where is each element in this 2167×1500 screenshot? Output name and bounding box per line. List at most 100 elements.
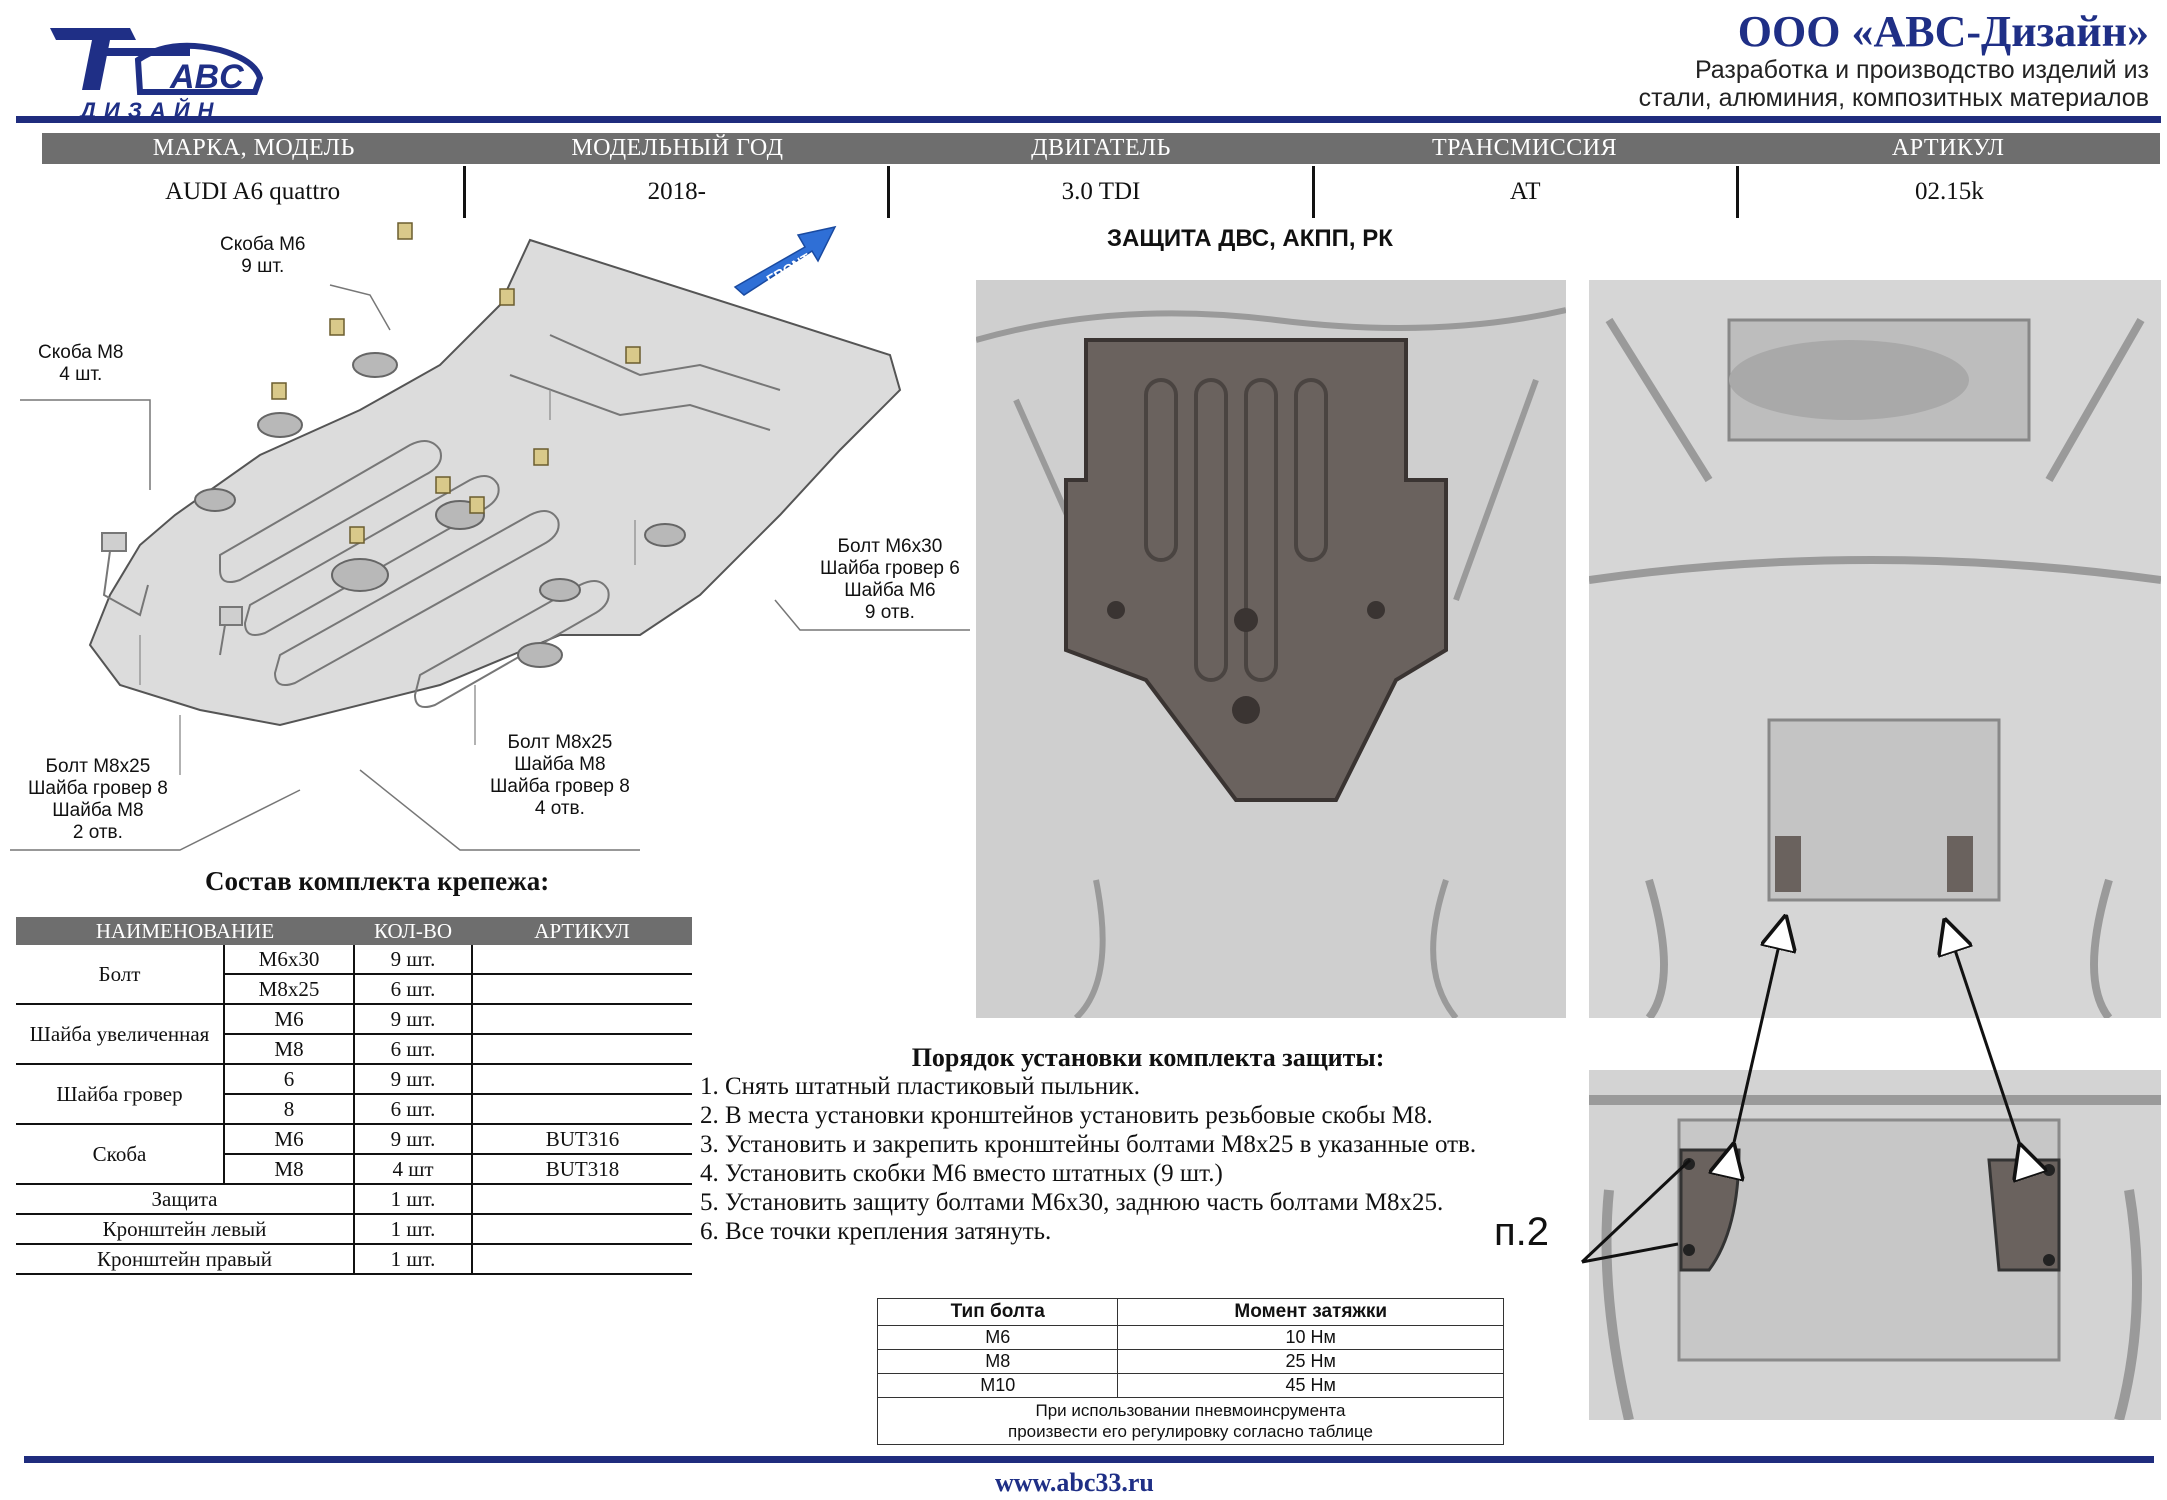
table-row: М10 45 Нм bbox=[876, 1373, 1504, 1398]
installation-step: 3. Установить и закрепить кронштейны бол… bbox=[700, 1131, 1477, 1158]
cell-article bbox=[472, 1004, 692, 1035]
torque-note-row: При использовании пневмоинсрумента произ… bbox=[877, 1397, 1504, 1445]
cell-name: Скоба bbox=[16, 1124, 225, 1185]
spec-header-article: АРТИКУЛ bbox=[1891, 135, 2005, 161]
table-row: М8 4 шт BUT318 bbox=[16, 1154, 692, 1185]
spec-table-header: МАРКА, МОДЕЛЬ МОДЕЛЬНЫЙ ГОД ДВИГАТЕЛЬ ТР… bbox=[42, 133, 2160, 164]
spec-header-year: МОДЕЛЬНЫЙ ГОД bbox=[571, 135, 784, 161]
table-row: М8х25 6 шт. bbox=[16, 974, 692, 1005]
cell-qty: 1 шт. bbox=[354, 1244, 473, 1275]
cell-torque: 10 Нм bbox=[1117, 1325, 1504, 1350]
cell-name: Кронштейн правый bbox=[16, 1244, 355, 1275]
skid-plate-isometric-drawing: FRONT bbox=[80, 215, 980, 855]
cell-type: М6 bbox=[224, 1124, 355, 1155]
cell-name: Шайба увеличенная bbox=[16, 1004, 225, 1065]
cell-qty: 1 шт. bbox=[354, 1214, 473, 1245]
cell-qty: 9 шт. bbox=[354, 1124, 473, 1155]
spec-value-engine: 3.0 TDI bbox=[890, 166, 1315, 218]
logo-graphic: ABC ДИЗАЙН bbox=[50, 28, 264, 123]
cell-article bbox=[472, 1094, 692, 1125]
spec-value-model: AUDI A6 quattro bbox=[42, 166, 467, 218]
section-title: ЗАЩИТА ДВС, АКПП, РК bbox=[1107, 225, 1393, 252]
cell-bolt-type: М10 bbox=[876, 1373, 1119, 1398]
front-arrow: FRONT bbox=[730, 225, 840, 305]
company-tagline-2: стали, алюминия, композитных материалов bbox=[1638, 84, 2149, 112]
table-row: Шайба гровер 6 9 шт. bbox=[16, 1064, 692, 1125]
cell-torque: 45 Нм bbox=[1117, 1373, 1504, 1398]
cell-article: BUT316 bbox=[472, 1124, 692, 1155]
torque-header: Тип болта Момент затяжки bbox=[876, 1298, 1504, 1326]
cell-article bbox=[472, 974, 692, 1005]
cell-name: Шайба гровер bbox=[16, 1064, 225, 1125]
header-name: НАИМЕНОВАНИЕ bbox=[16, 917, 354, 945]
company-logo: ABC ДИЗАЙН bbox=[40, 20, 270, 123]
cell-qty: 1 шт. bbox=[354, 1184, 473, 1215]
cell-type: М8 bbox=[224, 1154, 355, 1185]
p2-label: п.2 bbox=[1494, 1210, 1550, 1254]
cell-qty: 9 шт. bbox=[354, 1004, 473, 1035]
table-row: Шайба увеличенная М6 9 шт. bbox=[16, 1004, 692, 1065]
spec-header-engine: ДВИГАТЕЛЬ bbox=[1031, 135, 1171, 161]
installation-title: Порядок установки комплекта защиты: bbox=[911, 1043, 1385, 1072]
installation-step: 5. Установить защиту болтами М6х30, задн… bbox=[700, 1189, 1444, 1216]
company-tagline-1: Разработка и производство изделий из bbox=[1694, 56, 2149, 84]
cell-bolt-type: М6 bbox=[876, 1325, 1119, 1350]
spec-header-model: МАРКА, МОДЕЛЬ bbox=[152, 135, 355, 161]
header-bolt-type: Тип болта bbox=[876, 1298, 1119, 1326]
torque-table: Тип болта Момент затяжки М6 10 Нм М8 25 … bbox=[876, 1298, 1504, 1445]
table-row: Болт М6х30 9 шт. bbox=[16, 945, 692, 1005]
cell-torque: 25 Нм bbox=[1117, 1349, 1504, 1374]
cell-qty: 9 шт. bbox=[354, 945, 473, 975]
photo-bracket-detail bbox=[1589, 1070, 2161, 1420]
table-row: М6 10 Нм bbox=[876, 1325, 1504, 1350]
table-row: Кронштейн правый 1 шт. bbox=[16, 1244, 692, 1275]
cell-qty: 4 шт bbox=[354, 1154, 473, 1185]
fastener-kit-title: Состав комплекта крепежа: bbox=[205, 866, 550, 896]
company-title: ООО «АВС-Дизайн» bbox=[1737, 7, 2149, 56]
header-article: АРТИКУЛ bbox=[472, 917, 692, 945]
cell-name: Кронштейн левый bbox=[16, 1214, 355, 1245]
cell-name: Защита bbox=[16, 1184, 355, 1215]
fastener-kit-table: НАИМЕНОВАНИЕ КОЛ-ВО АРТИКУЛ Болт М6х30 9… bbox=[16, 917, 692, 1275]
cell-qty: 9 шт. bbox=[354, 1064, 473, 1095]
table-row: 8 6 шт. bbox=[16, 1094, 692, 1125]
fastener-table-header: НАИМЕНОВАНИЕ КОЛ-ВО АРТИКУЛ bbox=[16, 917, 692, 945]
front-label: FRONT bbox=[764, 250, 814, 288]
header-divider bbox=[16, 116, 2161, 123]
cell-qty: 6 шт. bbox=[354, 974, 473, 1005]
table-row: Защита 1 шт. bbox=[16, 1184, 692, 1215]
installation-step: 4. Установить скобки М6 вместо штатных (… bbox=[700, 1160, 1223, 1187]
cell-type: М6х30 bbox=[224, 945, 355, 975]
spec-table-values: AUDI A6 quattro 2018- 3.0 TDI AT 02.15k bbox=[42, 166, 2160, 218]
torque-note: При использовании пневмоинсрумента произ… bbox=[877, 1397, 1504, 1445]
spec-value-article: 02.15k bbox=[1915, 178, 1984, 205]
cell-article bbox=[472, 1064, 692, 1095]
installation-step: 2. В места установки кронштейнов установ… bbox=[700, 1102, 1433, 1129]
cell-type: 8 bbox=[224, 1094, 355, 1125]
header-torque: Момент затяжки bbox=[1117, 1298, 1504, 1326]
cell-article bbox=[472, 1184, 692, 1215]
footer-website-link[interactable]: www.abc33.ru bbox=[995, 1468, 1154, 1497]
spec-value-transmission: AT bbox=[1315, 166, 1739, 218]
cell-article: BUT318 bbox=[472, 1154, 692, 1185]
cell-bolt-type: М8 bbox=[876, 1349, 1119, 1374]
spec-value-year: 2018- bbox=[466, 166, 891, 218]
cell-article bbox=[472, 1034, 692, 1065]
cell-type: М8 bbox=[224, 1034, 355, 1065]
cell-qty: 6 шт. bbox=[354, 1094, 473, 1125]
photo-underbody bbox=[1589, 280, 2161, 1018]
installation-instructions: Порядок установки комплекта защиты: 1. С… bbox=[700, 1043, 1476, 1246]
footer-divider bbox=[24, 1456, 2154, 1463]
table-row: М8 25 Нм bbox=[876, 1349, 1504, 1374]
spec-header-transmission: ТРАНСМИССИЯ bbox=[1432, 135, 1618, 161]
cell-article bbox=[472, 1214, 692, 1245]
installation-step: 1. Снять штатный пластиковый пыльник. bbox=[700, 1073, 1140, 1100]
logo-text-top: ABC bbox=[169, 58, 244, 96]
cell-article bbox=[472, 945, 692, 975]
cell-article bbox=[472, 1244, 692, 1275]
